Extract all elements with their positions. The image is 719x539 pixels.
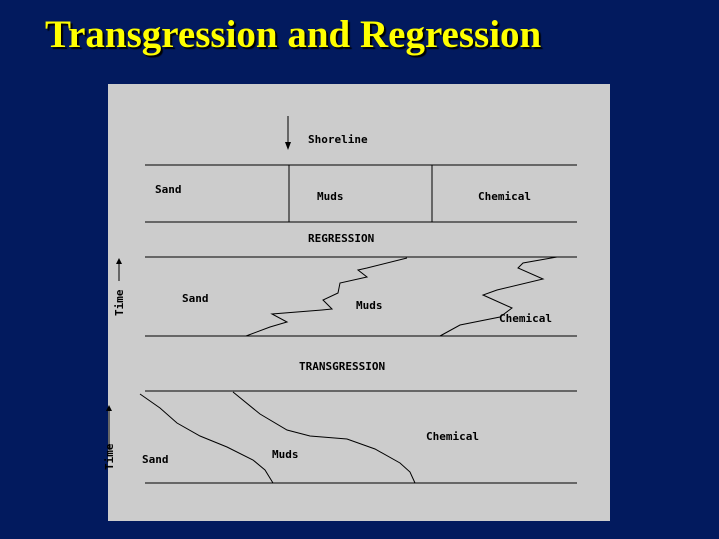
regression-time-axis: Time [113, 258, 126, 316]
shoreline-label: Shoreline [308, 133, 368, 146]
regression-sand-muds-boundary [245, 257, 408, 337]
time-arrow-icon [106, 405, 112, 411]
transgression-chemical-label: Chemical [426, 430, 479, 443]
transgression-muds-chemical-boundary [232, 391, 416, 484]
top-chemical-label: Chemical [478, 190, 531, 203]
top-sand-label: Sand [155, 183, 182, 196]
regression-time-label: Time [113, 289, 126, 316]
transgression-sand-label: Sand [142, 453, 169, 466]
regression-muds-label: Muds [356, 299, 383, 312]
transgression-heading: TRANSGRESSION [299, 360, 385, 373]
slide-title: Transgression and Regression [45, 13, 542, 56]
regression-heading: REGRESSION [308, 232, 374, 245]
transgression-sand-muds-boundary [139, 393, 274, 484]
regression-chemical-label: Chemical [499, 312, 552, 325]
regression-sand-label: Sand [182, 292, 209, 305]
time-arrow-icon [116, 258, 122, 264]
top-muds-label: Muds [317, 190, 344, 203]
transgression-muds-label: Muds [272, 448, 299, 461]
regression-muds-chemical-boundary [439, 256, 558, 337]
transgression-time-axis: Time [103, 405, 116, 470]
diagram-panel [108, 84, 610, 521]
transgression-time-label: Time [103, 443, 116, 470]
shoreline-arrow-icon [285, 116, 291, 150]
